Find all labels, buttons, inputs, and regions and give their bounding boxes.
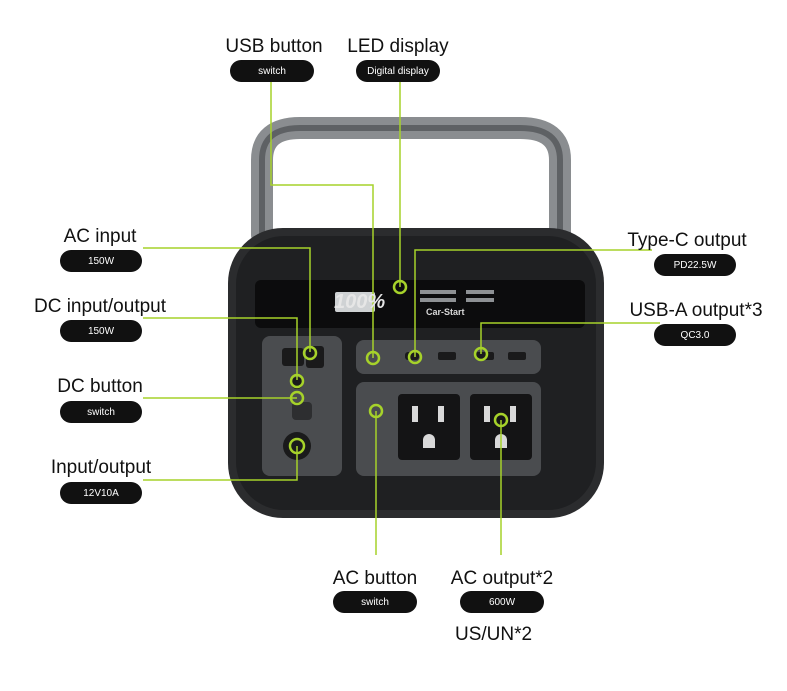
display-battery-icon: [335, 292, 375, 312]
dc-io-badge: 150W: [60, 320, 142, 342]
usba-output-title: USB-A output*3: [629, 300, 763, 321]
display-info-row: [420, 298, 456, 302]
leader-usb-button: [270, 82, 374, 358]
ac-button-title: AC button: [332, 568, 418, 589]
ac-output-badge: 600W: [460, 591, 544, 613]
display-info-row: [466, 298, 494, 302]
display-battery-readout: 100%: [334, 291, 386, 313]
dc-io-title: DC input/output: [33, 296, 167, 317]
leader-lines: [143, 82, 660, 555]
ac-input-badge: 150W: [60, 250, 142, 272]
ring-ac-button: [368, 403, 384, 419]
ac-input-title: AC input: [63, 226, 137, 247]
usb-button-title: USB button: [225, 36, 323, 57]
led-display-badge: Digital display: [356, 60, 440, 82]
outlet-slot: [412, 406, 418, 422]
input-output-title: Input/output: [50, 457, 152, 478]
outlet-ground: [423, 434, 435, 448]
led-display-title: LED display: [347, 36, 449, 57]
ac-input-port: [282, 348, 304, 366]
usba-output-badge: QC3.0: [654, 324, 736, 346]
ring-usb-button: [365, 350, 381, 366]
outlet-slot: [484, 406, 490, 422]
callout-rings: [288, 279, 509, 455]
carry-handle: [251, 117, 571, 246]
leader-ac-input: [143, 247, 311, 352]
dc-button: [292, 402, 312, 420]
dc-button-badge: switch: [60, 401, 142, 423]
ac-output-title: AC output*2: [450, 568, 554, 589]
carry-handle-shade: [259, 125, 563, 235]
display-info-row: [420, 290, 456, 294]
ring-input-output: [288, 437, 306, 455]
leader-typec: [414, 249, 652, 357]
outlet-slot: [510, 406, 516, 422]
ac-output-note: US/UN*2: [455, 624, 533, 645]
usb-button-badge: switch: [230, 60, 314, 82]
display-strip: [255, 280, 585, 328]
leader-dc-io: [143, 317, 298, 380]
ac-outlet-1: [398, 394, 460, 460]
ring-typec: [407, 349, 423, 365]
display-info-row: [466, 290, 494, 294]
ring-ac-input: [302, 345, 318, 361]
input-output-badge: 12V10A: [60, 482, 142, 504]
ring-ac-output: [493, 412, 509, 428]
leader-input-output: [143, 446, 298, 481]
dc-button-title: DC button: [57, 376, 143, 397]
display-car-start: Car-Start: [426, 307, 465, 317]
ring-dc-io: [289, 373, 305, 389]
leader-usba: [480, 322, 660, 354]
ac-button-badge: switch: [333, 591, 417, 613]
typec-output-badge: PD22.5W: [654, 254, 736, 276]
outlet-slot: [438, 406, 444, 422]
ring-led-display: [392, 279, 408, 295]
ring-dc-button: [289, 390, 305, 406]
usb-a-port: [508, 352, 526, 360]
ring-usba: [473, 346, 489, 362]
usb-a-port: [438, 352, 456, 360]
typec-output-title: Type-C output: [627, 230, 747, 251]
